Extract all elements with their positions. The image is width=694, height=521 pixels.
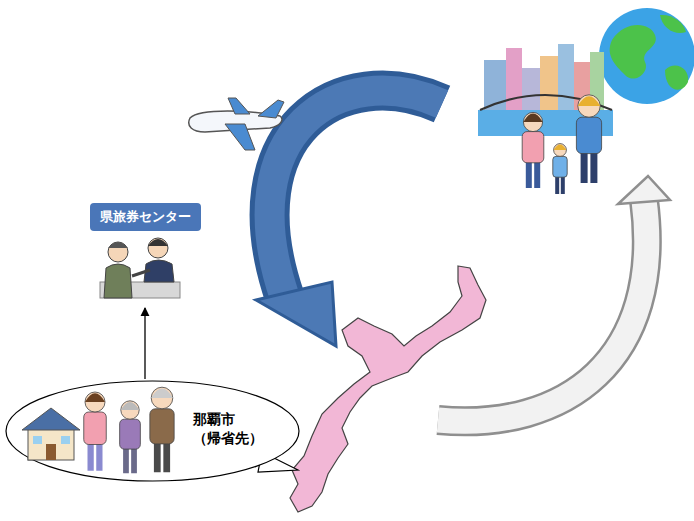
continent — [610, 25, 656, 78]
speech-bubble: 那覇市 （帰省先） — [5, 380, 300, 482]
bubble-ellipse — [6, 381, 299, 481]
family-child — [553, 144, 567, 194]
family-grandmother — [120, 401, 141, 473]
connector-arrow — [144, 308, 145, 379]
globe — [599, 8, 694, 104]
family-grandfather — [150, 387, 174, 472]
family-daughter — [84, 392, 107, 471]
house — [22, 408, 80, 460]
arrival-arrow — [270, 91, 442, 298]
okinawa-island — [290, 266, 486, 512]
family-mother — [522, 112, 544, 188]
arrival-arrow-inner — [270, 91, 442, 298]
continent — [660, 15, 686, 33]
place-name: 那覇市 （帰省先） — [193, 410, 269, 448]
office-name: 県旅券センター — [90, 203, 201, 231]
continent — [665, 66, 688, 90]
counter-illustration — [100, 238, 180, 298]
office-label-box: 県旅券センター — [80, 200, 210, 306]
bubble-illustration — [22, 387, 174, 473]
family-father — [576, 95, 601, 183]
airplane — [189, 98, 284, 150]
departure-arrow-head — [618, 176, 670, 204]
arrival-arrow-head — [256, 282, 336, 346]
